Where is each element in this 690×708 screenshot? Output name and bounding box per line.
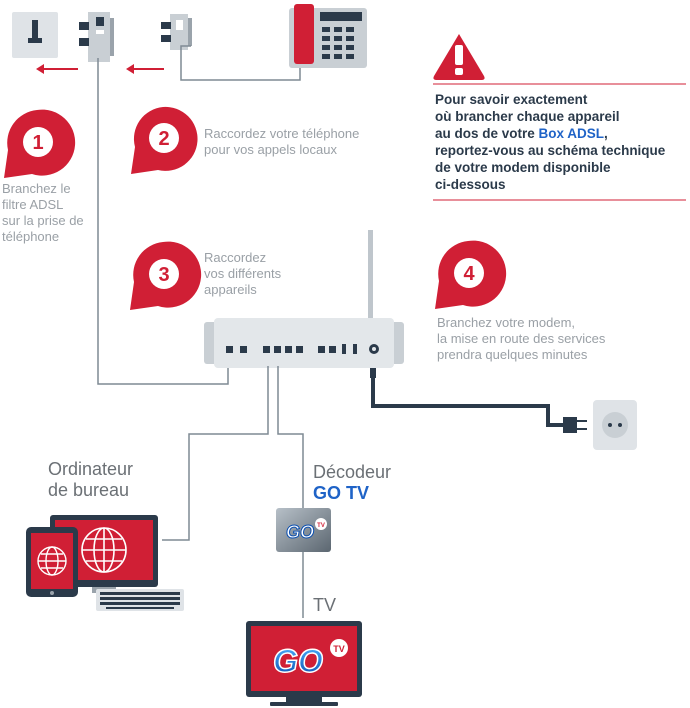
decoder-go-logo: GO (286, 522, 314, 542)
step-3-badge: 3 (130, 241, 202, 310)
decoder-tv-badge: TV (317, 523, 325, 529)
warning-line-1: Pour savoir exactement (435, 92, 588, 107)
decoder-cable (277, 366, 304, 508)
step-2-badge: 2 (131, 106, 198, 174)
tv-label: TV (313, 595, 337, 615)
computer-label-line-2: de bureau (48, 480, 130, 500)
step-3-text: Raccordez vos différents appareils (204, 250, 282, 297)
step-3-number: 3 (158, 264, 169, 286)
step-1-text: Branchez le filtre ADSL sur la prise de … (2, 181, 84, 244)
phone-splitter (161, 14, 192, 50)
computer-label-line-1: Ordinateur (48, 459, 134, 479)
power-outlet (593, 400, 637, 450)
adsl-modem (204, 230, 404, 368)
tablet-globe-icon (37, 546, 67, 576)
warning-line-5: de votre modem disponible (435, 160, 611, 175)
desk-phone (289, 4, 367, 68)
decoder-label: Décodeur GO TV (313, 462, 391, 504)
warning-line-6: ci-dessous (435, 177, 506, 192)
go-tv-decoder: GO TV (276, 508, 331, 552)
computer-cable (162, 366, 269, 541)
warning-line-3-after: , (604, 126, 608, 141)
power-cable (370, 368, 587, 433)
adsl-cable (97, 58, 229, 385)
computer-label: Ordinateur de bureau (48, 459, 133, 501)
step-4-text: Branchez votre modem, la mise en route d… (437, 315, 606, 362)
red-arrow-left-2 (126, 64, 164, 74)
warning-line-3: au dos de votre Box ADSL, (435, 125, 690, 142)
step-2-number: 2 (158, 128, 169, 150)
red-arrow-left-1 (36, 64, 78, 74)
desktop-computer (26, 515, 184, 611)
decoder-label-line-2: GO TV (313, 483, 370, 503)
globe-icon (81, 527, 127, 573)
television: GO TV (246, 621, 362, 706)
warning-line-4: reportez-vous au schéma technique (435, 143, 666, 158)
tv-go-logo: GO (273, 643, 323, 679)
decoder-label-line-1: Décodeur (313, 462, 392, 482)
adsl-filter (79, 12, 114, 62)
step-1-number: 1 (32, 132, 43, 154)
warning-line-3-before: au dos de votre (435, 126, 539, 141)
tv-tv-badge: TV (333, 644, 345, 654)
warning-line-2: où brancher chaque appareil (435, 109, 620, 124)
step-2-text: Raccordez votre téléphone pour vos appel… (204, 126, 360, 157)
step-1-badge: 1 (4, 109, 76, 178)
box-adsl-highlight: Box ADSL (538, 126, 605, 141)
warning-message: Pour savoir exactement où brancher chaqu… (435, 91, 690, 193)
wall-phone-jack (12, 12, 58, 58)
step-4-number: 4 (463, 263, 475, 285)
warning-icon (433, 34, 485, 80)
phone-cable (180, 45, 301, 81)
step-4-badge: 4 (435, 240, 507, 309)
